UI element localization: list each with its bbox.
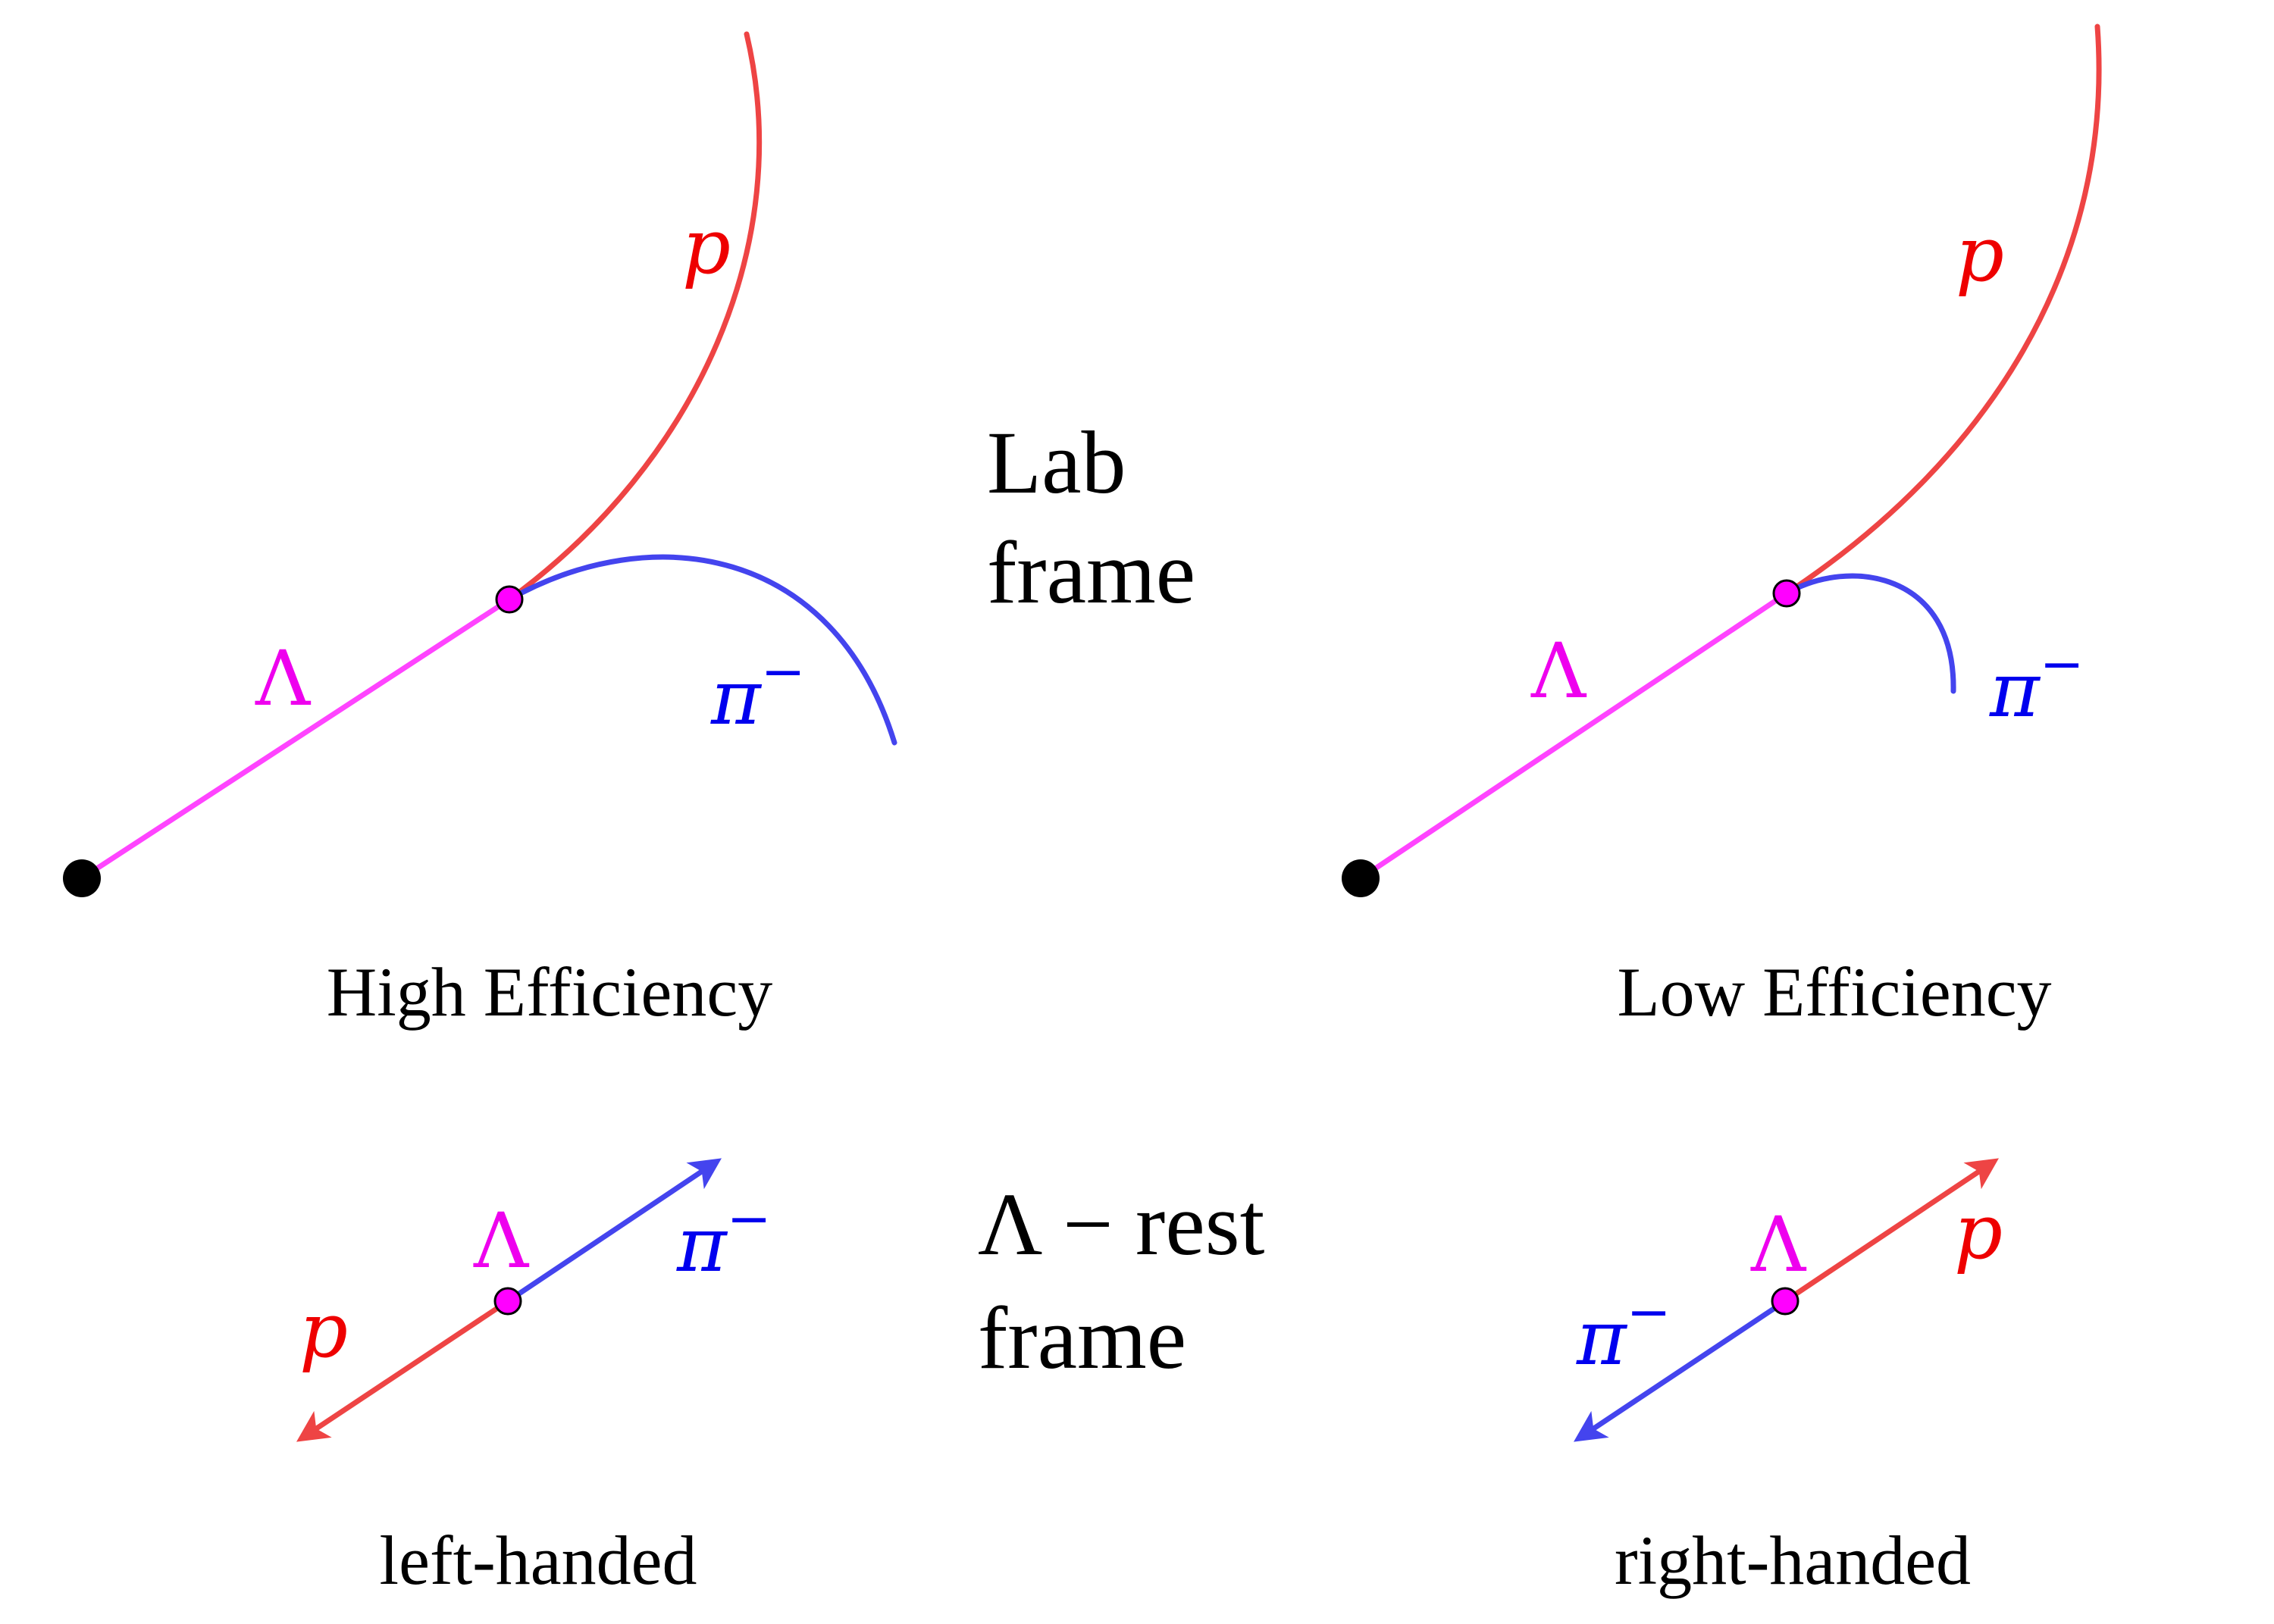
panel-left-handed: Λ π− p left-handed <box>296 1158 771 1599</box>
lambda-label: Λ <box>255 634 312 723</box>
caption-low-efficiency: Low Efficiency <box>1617 953 2051 1031</box>
decay-vertex <box>1772 579 1801 608</box>
pion-arrow <box>1574 1299 1787 1442</box>
pion-label: π− <box>710 640 805 742</box>
pion-label: π− <box>676 1187 771 1289</box>
caption-high-efficiency: High Efficiency <box>327 953 772 1031</box>
decay-vertex <box>493 1287 522 1316</box>
decay-vertex <box>1771 1287 1799 1316</box>
proton-track <box>1784 23 2102 596</box>
lab-frame-line2: frame <box>987 523 1195 622</box>
pion-label: π− <box>1576 1281 1671 1382</box>
production-vertex <box>63 859 101 897</box>
decay-vertex <box>495 585 524 614</box>
lab-frame-line1: Lab <box>987 413 1126 512</box>
panel-low-efficiency: Λ p π− Low Efficiency <box>1342 23 2102 1031</box>
pion-label: π− <box>1989 633 2084 734</box>
proton-label: p <box>1956 210 2004 299</box>
lambda-track <box>1358 590 1790 881</box>
pion-arrow <box>506 1158 722 1303</box>
panel-high-efficiency: Λ p π− High Efficiency <box>63 31 897 1031</box>
rest-frame-line2: frame <box>978 1288 1186 1388</box>
lab-frame-label: Lab frame <box>987 413 1195 622</box>
proton-arrow <box>1784 1158 1999 1303</box>
proton-label: p <box>1954 1187 2003 1276</box>
production-vertex <box>1342 859 1380 897</box>
lambda-label: Λ <box>1750 1200 1807 1289</box>
panel-right-handed: Λ p π− right-handed <box>1574 1158 2003 1599</box>
lambda-track <box>79 596 512 881</box>
caption-left-handed: left-handed <box>380 1522 697 1599</box>
proton-arrow <box>296 1299 509 1442</box>
proton-label: p <box>682 202 731 291</box>
lambda-label: Λ <box>473 1197 530 1285</box>
pion-track <box>1784 573 1956 694</box>
proton-label: p <box>299 1286 348 1375</box>
rest-frame-label: Λ − rest frame <box>978 1175 1265 1388</box>
pion-track <box>506 554 897 746</box>
caption-right-handed: right-handed <box>1615 1522 1971 1599</box>
rest-frame-line1: Λ − rest <box>978 1175 1265 1274</box>
proton-track <box>506 31 763 602</box>
lambda-label: Λ <box>1530 627 1587 715</box>
